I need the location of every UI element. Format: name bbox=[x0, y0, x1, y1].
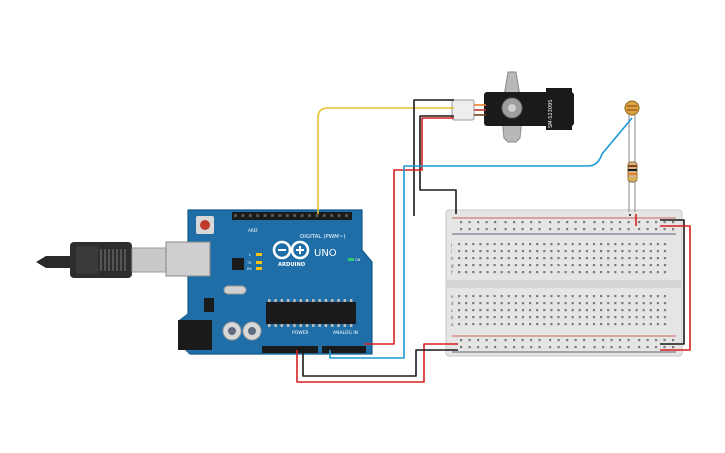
5v-wire bbox=[296, 343, 458, 383]
power-label: POWER bbox=[292, 330, 309, 336]
digital-label: DIGITAL (PWM~) bbox=[300, 234, 346, 240]
resistor[interactable] bbox=[627, 161, 638, 183]
tx-led bbox=[256, 261, 262, 264]
crystal bbox=[223, 285, 247, 295]
breadboard-holes bbox=[458, 221, 675, 349]
svg-text:i: i bbox=[451, 249, 452, 254]
servo-power-wire bbox=[364, 117, 454, 345]
wires bbox=[296, 99, 691, 383]
rx-label: RX bbox=[247, 267, 252, 271]
servo-connector bbox=[451, 99, 475, 121]
usb-chip bbox=[232, 258, 244, 270]
l-label: L bbox=[249, 253, 251, 257]
svg-text:d: d bbox=[451, 301, 454, 306]
usb-port bbox=[165, 241, 211, 277]
analog-label: ANALOG IN bbox=[333, 330, 358, 336]
rx-led bbox=[256, 267, 262, 270]
digital-pin-holes bbox=[234, 214, 348, 217]
svg-text:e: e bbox=[451, 294, 454, 299]
servo-model-label: SM-S2309S bbox=[548, 100, 554, 128]
regulator bbox=[204, 298, 214, 312]
arduino-uno-board[interactable]: DIGITAL (PWM~) AREF ARDUINO UNO L TX RX … bbox=[165, 209, 373, 355]
power-header bbox=[262, 346, 318, 353]
analog-header bbox=[322, 346, 366, 353]
svg-text:b: b bbox=[451, 315, 454, 320]
svg-text:h: h bbox=[451, 256, 454, 261]
digital-header bbox=[232, 212, 352, 220]
servo-ground-wire bbox=[413, 99, 454, 216]
arduino-logo bbox=[272, 240, 310, 260]
on-label: ON bbox=[355, 258, 361, 262]
brand-label: ARDUINO bbox=[278, 262, 306, 268]
sensor-signal-wire bbox=[329, 117, 633, 359]
photoresistor[interactable] bbox=[624, 100, 640, 212]
rail-bridge-power bbox=[660, 225, 691, 351]
gnd-wire bbox=[302, 349, 458, 377]
on-led bbox=[348, 258, 354, 261]
signal-wire bbox=[317, 107, 454, 214]
breadboard[interactable]: j i h g f e d c b a bbox=[445, 209, 683, 357]
breadboard-row-labels: j i h g f e d c b a bbox=[450, 242, 454, 327]
rail-bridge-ground bbox=[660, 219, 685, 345]
model-label: UNO bbox=[314, 248, 337, 259]
tx-label: TX bbox=[246, 261, 252, 265]
svg-text:f: f bbox=[451, 270, 453, 275]
aref-label: AREF bbox=[248, 228, 259, 233]
ground-rail-wire bbox=[419, 115, 457, 214]
l-led bbox=[256, 253, 262, 256]
svg-text:a: a bbox=[451, 322, 454, 327]
power-jack bbox=[178, 320, 212, 350]
svg-text:j: j bbox=[450, 242, 452, 247]
atmega-chip bbox=[266, 302, 356, 324]
svg-text:c: c bbox=[451, 308, 453, 313]
servo-motor[interactable]: SM-S2309S bbox=[451, 71, 574, 143]
reset-button-cap[interactable] bbox=[200, 220, 210, 230]
svg-text:g: g bbox=[451, 263, 454, 268]
